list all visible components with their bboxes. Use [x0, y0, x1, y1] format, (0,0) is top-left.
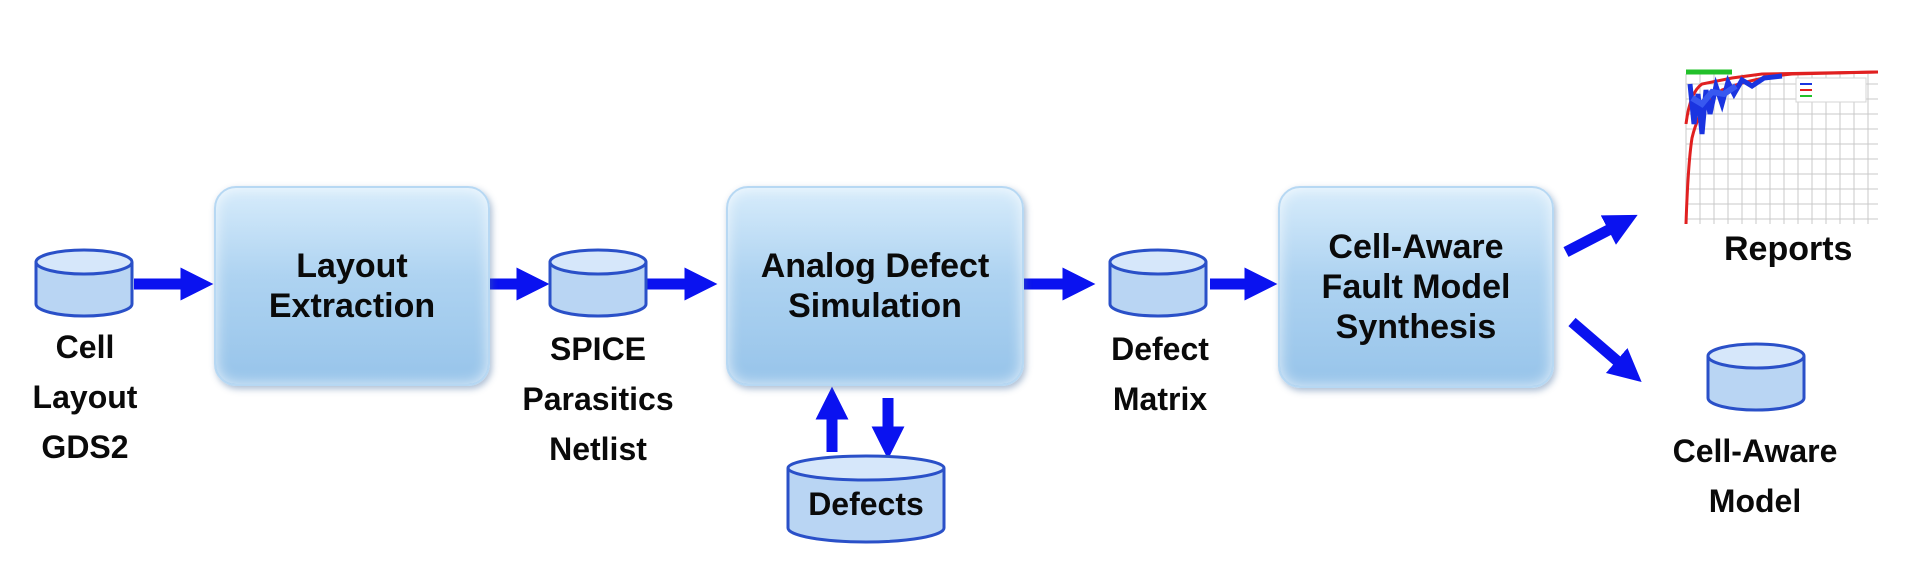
spice-netlist-label: SPICE Parasitics Netlist: [522, 331, 674, 467]
chart-thumbnail-icon: [1672, 64, 1884, 234]
fault-model-synthesis-block: Cell-Aware Fault Model Synthesis: [1278, 186, 1554, 388]
layout-extraction-block: Layout Extraction: [214, 186, 490, 386]
arrow-to-cell-aware-model: [1568, 317, 1642, 383]
database-icon: [548, 248, 648, 318]
analog-defect-simulation-block: Analog Defect Simulation: [726, 186, 1024, 386]
database-icon: [34, 248, 134, 318]
cell-aware-model-label: Cell-Aware Model: [1672, 433, 1838, 519]
database-icon: [1108, 248, 1208, 318]
defects-label: Defects: [808, 486, 924, 522]
database-icon: [1706, 342, 1806, 412]
arrow-to-reports: [1563, 214, 1638, 257]
defect-matrix-label: Defect Matrix: [1111, 331, 1209, 417]
database-icon: [786, 454, 946, 544]
reports-label: Reports: [1724, 230, 1853, 268]
cell-layout-label: Cell Layout GDS2: [32, 329, 138, 465]
